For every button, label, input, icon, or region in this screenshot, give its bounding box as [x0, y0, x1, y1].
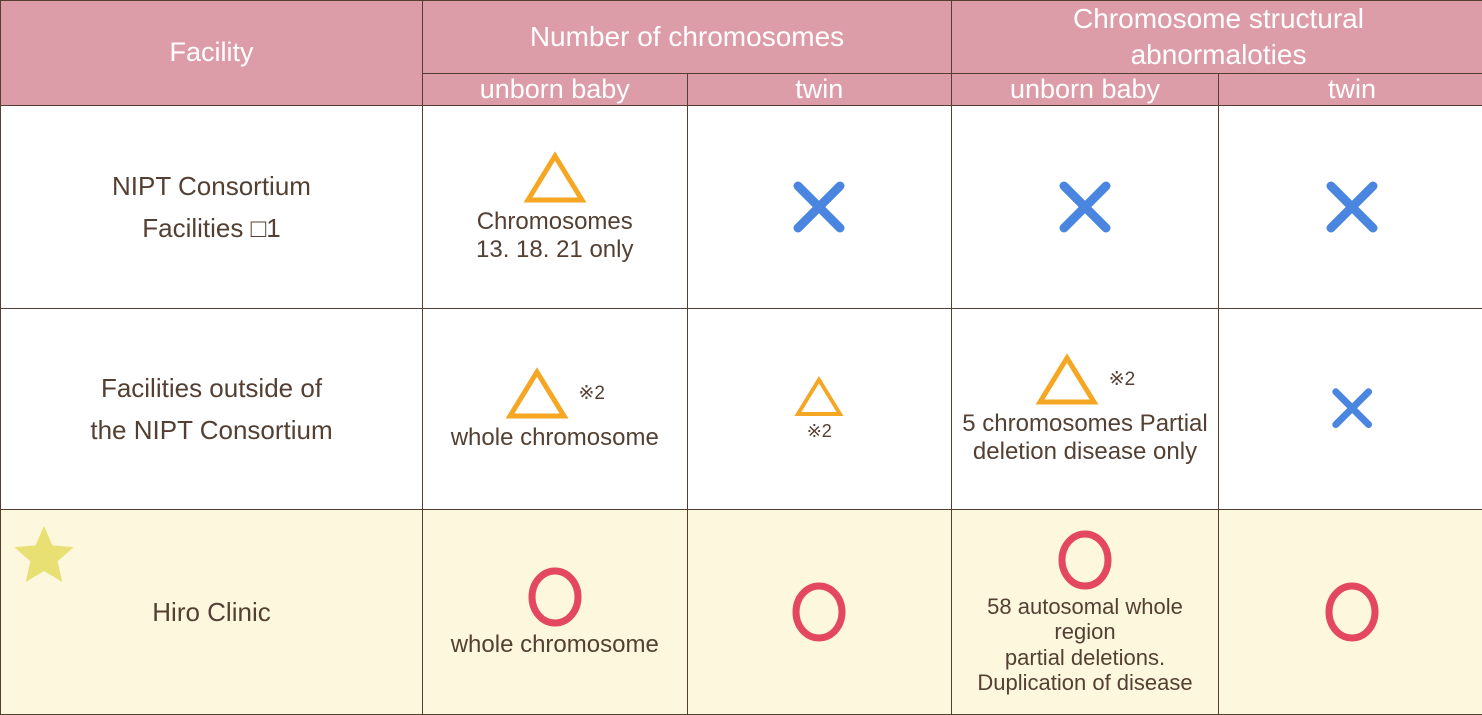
mark-row [790, 580, 848, 644]
header-sub-unborn-baby-1: unborn baby [422, 72, 688, 106]
table-body: NIPT Consortium Facilities □1 Chromosomes… [0, 104, 1482, 715]
result-cell [1218, 307, 1482, 510]
header-sub-twin-1: twin [686, 72, 952, 106]
result-cell-content: whole chromosome [423, 561, 687, 663]
result-cell-content [688, 576, 952, 648]
result-cell-text: whole chromosome [450, 630, 659, 658]
mark-row [1323, 580, 1381, 644]
result-cell: ※2 5 chromosomes Partial deletion disease… [951, 307, 1219, 510]
result-cell-content: ※2 [688, 371, 952, 447]
star-icon [14, 525, 74, 582]
result-cell: 58 autosomal whole region partial deleti… [951, 508, 1219, 715]
mark-row [1056, 528, 1114, 592]
triangle-icon [505, 366, 568, 419]
result-cell [686, 508, 952, 715]
triangle-icon [523, 151, 587, 203]
result-cell-content [1219, 380, 1482, 436]
result-cell: ※2 [686, 307, 952, 510]
footnote-ref: ※2 [806, 421, 832, 442]
triangle-icon [794, 375, 844, 416]
header-facility: Facility [0, 0, 423, 106]
result-cell: ※2 whole chromosome [422, 307, 688, 510]
facility-cell: Facilities outside of the NIPT Consortiu… [0, 307, 423, 510]
footnote-ref: ※2 [1108, 369, 1136, 391]
result-cell-content: Chromosomes 13. 18. 21 only [423, 146, 687, 268]
result-cell [1218, 104, 1482, 309]
cross-icon [793, 181, 845, 233]
cross-icon [1332, 388, 1372, 429]
result-cell-content: ※2 5 chromosomes Partial deletion disease… [952, 348, 1218, 470]
footnote-ref: ※2 [578, 383, 606, 405]
result-cell-text: Chromosomes 13. 18. 21 only [476, 207, 634, 263]
mark-row: ※2 [1035, 352, 1136, 408]
result-cell [951, 104, 1219, 309]
result-cell-text: 58 autosomal whole region partial deleti… [977, 593, 1193, 696]
facility-label: Hiro Clinic [152, 596, 271, 627]
mark-row [794, 375, 844, 419]
table-row: Facilities outside of the NIPT Consortiu… [0, 307, 1482, 510]
result-cell-content [1219, 576, 1482, 648]
mark-row [526, 565, 584, 629]
result-cell-content [688, 172, 952, 242]
header-row-groups: Facility Number of chromosomes Chromosom… [0, 0, 1482, 106]
table-row: Hiro Clinic whole chromosome 58 autosomal … [0, 508, 1482, 715]
result-cell: Chromosomes 13. 18. 21 only [422, 104, 688, 309]
mark-row [1328, 384, 1376, 432]
result-cell-content [952, 172, 1218, 242]
mark-row [1321, 176, 1383, 238]
result-cell-content [1219, 172, 1482, 242]
triangle-icon [1035, 353, 1099, 405]
table-row: NIPT Consortium Facilities □1 Chromosomes… [0, 104, 1482, 309]
facility-cell: Hiro Clinic [0, 508, 423, 715]
result-cell-content: ※2 whole chromosome [423, 362, 687, 456]
header-sub-twin-2: twin [1218, 72, 1482, 106]
table-header: Facility Number of chromosomes Chromosom… [0, 0, 1482, 106]
header-group-number-of-chromosomes: Number of chromosomes [422, 0, 952, 74]
circle-icon [1058, 530, 1112, 590]
cross-icon [1326, 181, 1378, 233]
facility-label: NIPT Consortium Facilities □1 [112, 170, 311, 243]
header-sub-unborn-baby-2: unborn baby [951, 72, 1219, 106]
result-cell: whole chromosome [422, 508, 688, 715]
result-cell [686, 104, 952, 309]
mark-row [788, 176, 850, 238]
result-cell-text: 5 chromosomes Partial deletion disease o… [962, 409, 1208, 465]
result-cell-text: whole chromosome [450, 423, 659, 451]
facility-label: Facilities outside of the NIPT Consortiu… [90, 372, 333, 445]
result-cell-content: 58 autosomal whole region partial deleti… [952, 524, 1218, 700]
header-group-structural-abnormalities: Chromosome structural abnormaloties [951, 0, 1482, 74]
facility-cell: NIPT Consortium Facilities □1 [0, 104, 423, 309]
circle-icon [528, 567, 582, 627]
mark-row [523, 150, 587, 206]
mark-row [1054, 176, 1116, 238]
cross-icon [1059, 181, 1111, 233]
circle-icon [1325, 582, 1379, 642]
header-row-subgroups: unborn baby twin unborn baby twin [1, 72, 1482, 106]
result-cell [1218, 508, 1482, 715]
circle-icon [792, 582, 846, 642]
mark-row: ※2 [505, 366, 606, 422]
